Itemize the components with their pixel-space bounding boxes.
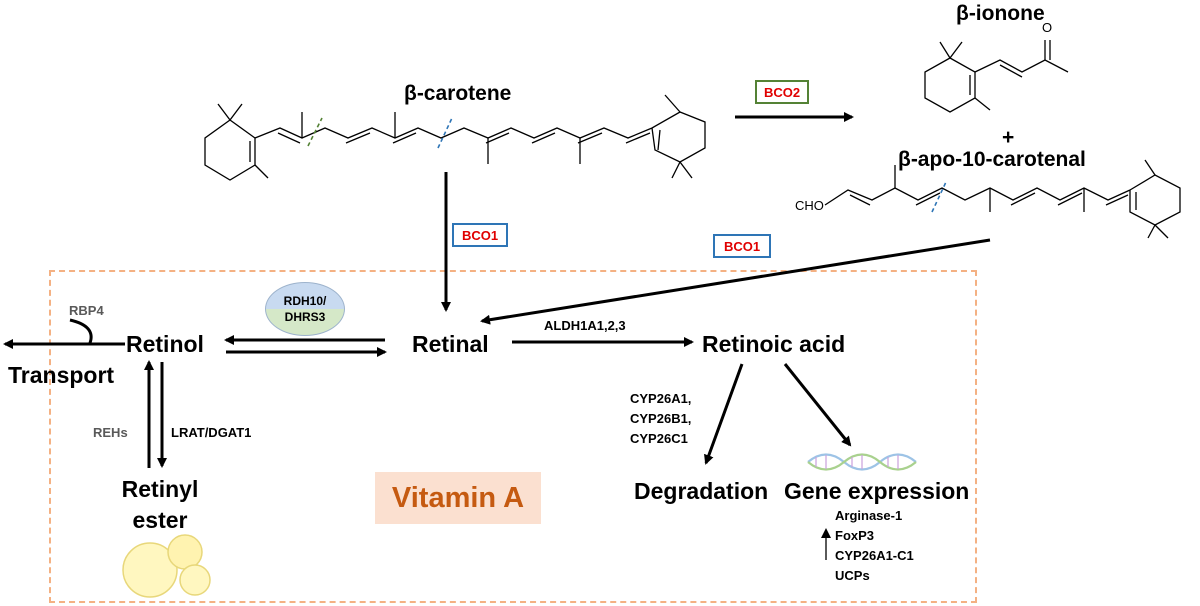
- bco2-cleavage-mark: [307, 117, 323, 147]
- bco1-box-apo: BCO1: [713, 234, 771, 258]
- transport-node: Transport: [8, 362, 115, 388]
- bco1-cleavage-mark: [437, 117, 453, 149]
- bco1-cleavage-mark-apo: [931, 181, 947, 213]
- retinyl-label: Retinyl: [121, 476, 199, 502]
- beta-carotene-structure: [204, 94, 706, 181]
- dna-helix-icon: [807, 453, 917, 471]
- dhrs-label: DHRS3: [284, 310, 326, 324]
- beta-apo-carotenal-structure: [824, 159, 1181, 239]
- vitamin-a-region: [49, 270, 977, 603]
- degradation-node: Degradation: [634, 478, 769, 504]
- bco1-box: BCO1: [452, 223, 508, 247]
- degradation-arrow: [704, 363, 744, 465]
- retinal-node: Retinal: [412, 331, 489, 357]
- beta-apo-carotenal-label: β-apo-10-carotenal: [898, 148, 1086, 171]
- cyp-item: CYP26B1,: [630, 411, 692, 426]
- beta-ionone-label: β-ionone: [956, 2, 1045, 25]
- ionone-oxygen-label: O: [1042, 20, 1053, 35]
- cyp-item: CYP26A1,: [630, 391, 692, 406]
- rbp4-label: RBP4: [69, 303, 104, 318]
- aldh-label: ALDH1A1,2,3: [544, 318, 626, 333]
- lrat-dgat-label: LRAT/DGAT1: [171, 425, 252, 440]
- gene-target-item: UCPs: [835, 568, 870, 583]
- gene-target-item: FoxP3: [835, 528, 875, 543]
- cyp-list: CYP26A1, CYP26B1, CYP26C1: [630, 389, 691, 449]
- gene-target-item: Arginase-1: [835, 508, 903, 523]
- rdh-dhrs-ellipse: RDH10/ DHRS3: [265, 282, 345, 336]
- cyp-item: CYP26C1: [630, 431, 688, 446]
- vitamin-a-label: Vitamin A: [375, 472, 541, 524]
- rbp4-hook: [69, 318, 93, 344]
- bco2-box: BCO2: [755, 80, 809, 104]
- lipid-droplet-icon: [122, 534, 211, 598]
- bco1-arrow-apo: [480, 238, 991, 325]
- gene-expression-node: Gene expression: [784, 478, 970, 504]
- gene-target-item: CYP26A1-C1: [835, 548, 914, 563]
- plus-sign: +: [1002, 126, 1015, 149]
- rehs-label: REHs: [93, 425, 128, 440]
- gene-expression-arrow: [783, 363, 852, 447]
- retinol-node: Retinol: [126, 331, 204, 357]
- beta-ionone-structure: [924, 40, 1069, 113]
- cho-label: CHO: [795, 198, 824, 213]
- retinoic-acid-node: Retinoic acid: [702, 331, 846, 357]
- ester-label: ester: [132, 507, 188, 533]
- retinyl-ester-node: Retinyl ester: [118, 474, 202, 536]
- rdh-label: RDH10/: [283, 294, 327, 308]
- beta-carotene-label: β-carotene: [404, 82, 512, 105]
- gene-target-list: Arginase-1 FoxP3 CYP26A1-C1 UCPs: [835, 506, 914, 586]
